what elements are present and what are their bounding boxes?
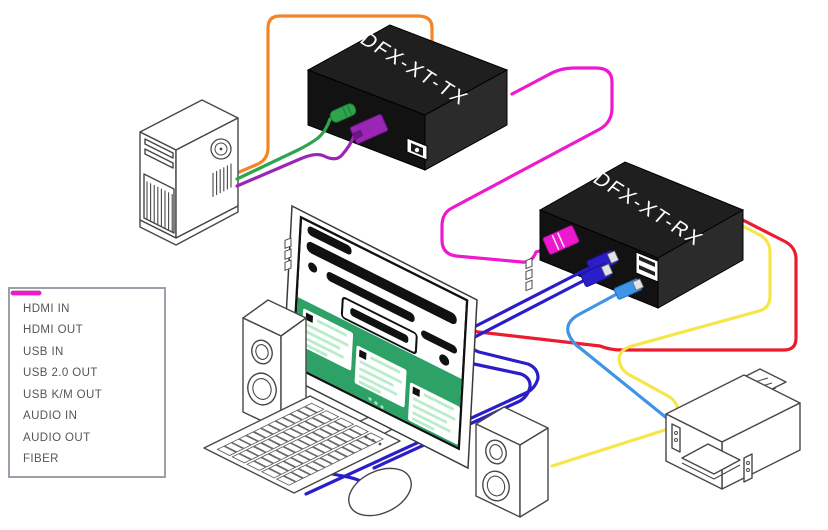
- usb-km-plug: [580, 263, 614, 287]
- printer: [665, 368, 801, 490]
- pc-tower: [139, 99, 239, 246]
- legend-label: HDMI OUT: [23, 324, 84, 337]
- legend-label: USB K/M OUT: [23, 388, 103, 401]
- printer-output-tray: [681, 443, 741, 480]
- fiber-port: [406, 137, 428, 161]
- speaker-buttons: [525, 257, 533, 292]
- front-vent-grille: [146, 181, 173, 233]
- fiber-connector: [542, 225, 580, 255]
- legend-item-usb-in: USB IN: [10, 290, 164, 363]
- keyboard: [203, 395, 401, 494]
- legend-label: USB 2.0 OUT: [23, 367, 98, 380]
- tx-extender: DFX-XT-TX: [306, 24, 509, 171]
- fiber-cable: [440, 66, 614, 264]
- legend-label: USB IN: [23, 345, 64, 358]
- usb-ports: [635, 251, 659, 283]
- screen-webpage: [293, 219, 466, 447]
- fan-grille-icon: [210, 138, 232, 160]
- drive-bay: [144, 138, 174, 159]
- speaker-buttons: [284, 237, 292, 271]
- legend-item-audio-in: AUDIO IN: [10, 290, 164, 428]
- audio-in-cable: [235, 117, 332, 181]
- right-speaker: [475, 257, 549, 518]
- printer-control-panel: [671, 423, 753, 483]
- legend-item-hdmi-in: HDMI IN: [10, 290, 164, 320]
- audio-in-connector: [329, 103, 357, 123]
- tower-base: [139, 205, 239, 246]
- legend-item-hdmi-out: HDMI OUT: [10, 290, 164, 342]
- usb2-plug: [613, 278, 645, 300]
- mouse: [348, 467, 412, 517]
- legend-item-audio-out: AUDIO OUT: [10, 290, 164, 449]
- monitor: [282, 204, 478, 470]
- hdmi-in-cable: [235, 134, 356, 188]
- usb-in-cable: [235, 14, 434, 175]
- legend-item-usb-km-out: USB K/M OUT: [10, 290, 164, 406]
- legend-label: AUDIO OUT: [23, 431, 91, 444]
- hdmi-out-cable: [468, 184, 798, 352]
- keyboard-leds: [364, 435, 382, 446]
- legend-label: AUDIO IN: [23, 410, 78, 423]
- drive-bay: [144, 148, 174, 169]
- legend-swatch: [10, 290, 42, 296]
- keyboard-keys: [216, 402, 385, 486]
- legend-item-fiber: FIBER: [10, 290, 164, 471]
- cable-legend: HDMI IN HDMI OUT USB IN USB 2.0 OUT USB …: [8, 287, 166, 478]
- legend-item-usb2-out: USB 2.0 OUT: [10, 290, 164, 385]
- hdmi-in-connector: [349, 114, 389, 144]
- side-vent-grille: [212, 163, 232, 197]
- legend-label: HDMI IN: [23, 302, 70, 315]
- usb2-out-cable: [566, 293, 686, 434]
- legend-label: FIBER: [23, 453, 59, 466]
- front-vent-frame: [143, 173, 175, 234]
